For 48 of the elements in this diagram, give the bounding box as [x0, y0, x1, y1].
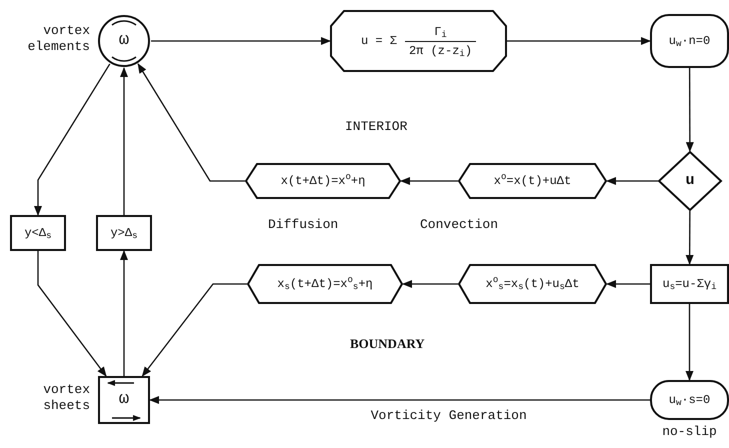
- node-label: ω: [118, 389, 130, 411]
- arrow: [151, 37, 331, 45]
- section-label: INTERIOR: [345, 118, 408, 136]
- arrow: [400, 177, 458, 185]
- node-label: u: [685, 172, 694, 190]
- process-box: [245, 163, 401, 199]
- node-label: u$_{w}$·s=0: [668, 392, 710, 408]
- node-label: u$_{w}$·n=0: [668, 34, 710, 48]
- process-box: [458, 264, 607, 304]
- arrow: [34, 64, 110, 216]
- section-label: Convection: [420, 216, 498, 234]
- numerator-text: Γ$_{i}$: [404, 22, 476, 42]
- arrow: [686, 210, 694, 265]
- arrow: [686, 68, 694, 152]
- arrow: [37, 251, 107, 377]
- section-label: Diffusion: [268, 216, 338, 234]
- terminal-box: [650, 14, 729, 68]
- node-label: x$^{o}$=x(t)+uΔt: [494, 174, 572, 188]
- node-label: ω: [118, 30, 130, 52]
- process-box: [247, 264, 403, 304]
- arrow: [507, 37, 651, 45]
- arrow: [402, 280, 458, 288]
- node-label: x$^{o}$$_{s}$=x$_{s}$(t)+u$_{s}$Δt: [486, 276, 580, 292]
- arrow: [149, 396, 650, 404]
- condition-box: [96, 215, 152, 251]
- formula-text: u = Σ: [360, 33, 397, 50]
- denominator-text: 2π (z-z$_{i}$): [408, 42, 474, 60]
- section-label: BOUNDARY: [350, 335, 425, 353]
- condition-box: [10, 215, 66, 251]
- arrow: [138, 63, 245, 182]
- arrow: [120, 67, 128, 215]
- node-label: x$_{s}$(t+Δt)=x$^{o}$$_{s}$+η: [277, 276, 373, 292]
- node-label: y<Δ$_{s}$: [24, 226, 52, 240]
- arrow: [120, 250, 128, 376]
- process-box: [650, 264, 729, 304]
- decision-diamond: [658, 151, 722, 211]
- arrow: [142, 283, 247, 377]
- node-label: u$_{s}$=u-Σγ$_{i}$: [662, 276, 717, 292]
- process-box: [330, 10, 507, 72]
- node-caption: no-slip: [661, 424, 718, 440]
- node-label: x(t+Δt)=x$^{o}$+η: [280, 174, 366, 188]
- node-caption: vortex sheets: [42, 382, 90, 414]
- arrow: [606, 177, 658, 185]
- arrow: [606, 280, 650, 288]
- node-caption: vortex elements: [26, 23, 90, 56]
- arrow: [686, 304, 694, 381]
- node-label: y>Δ$_{s}$: [110, 226, 138, 240]
- process-box: [458, 163, 607, 199]
